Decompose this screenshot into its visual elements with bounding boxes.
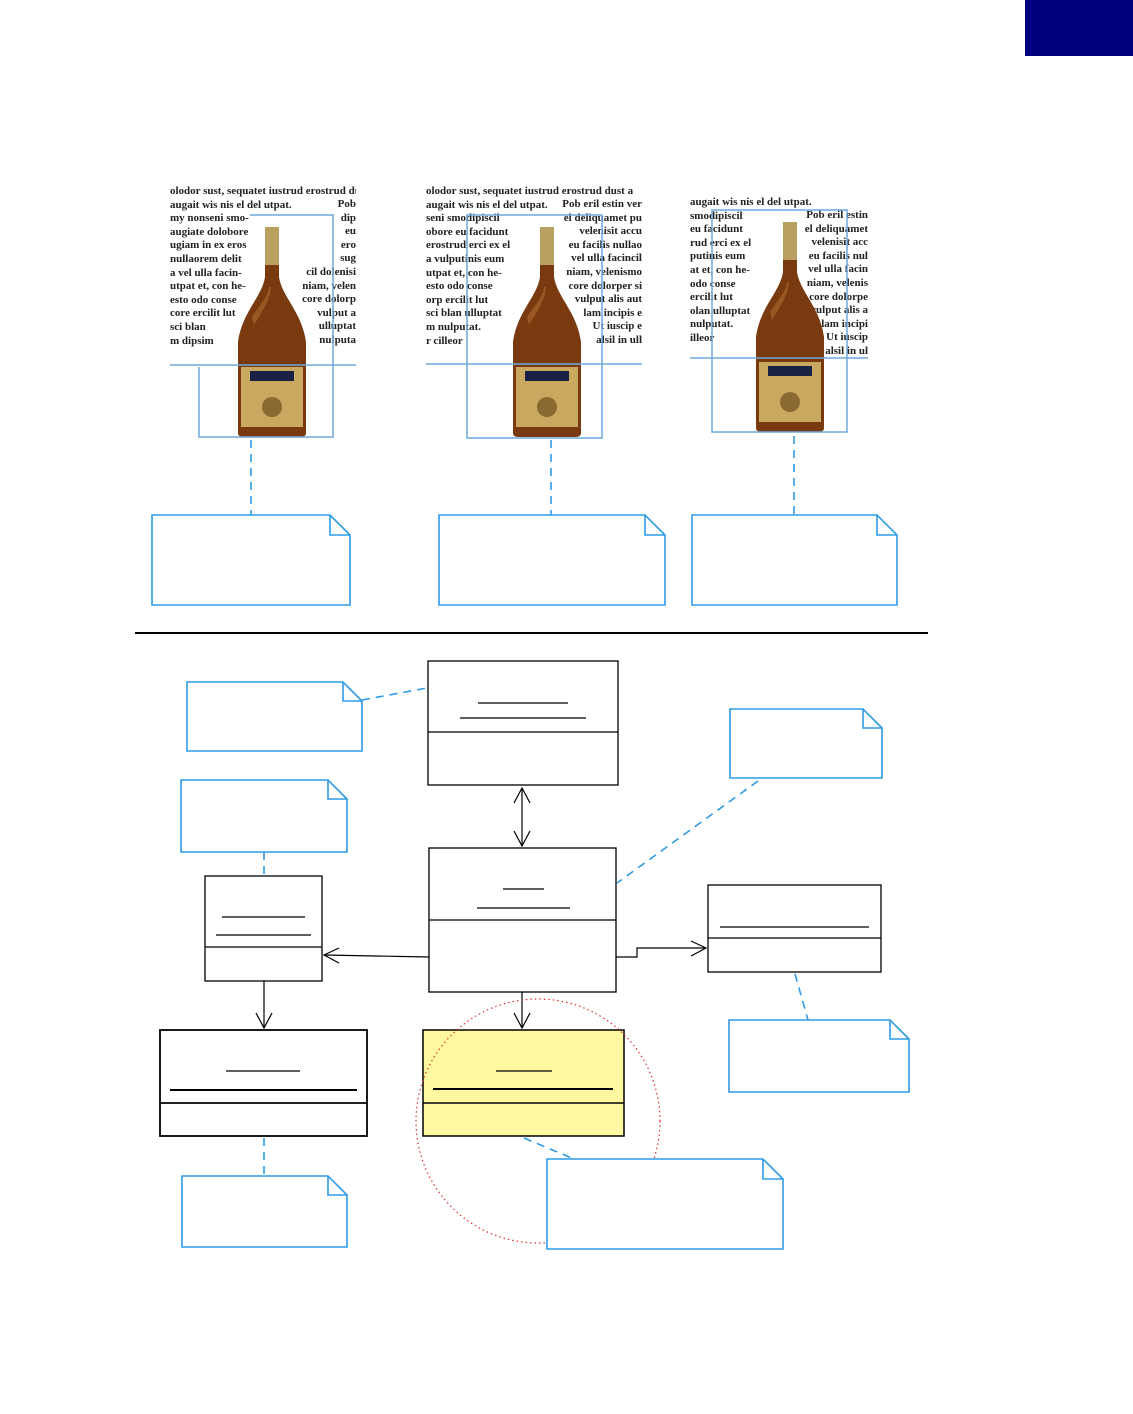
right-column-text: Pob eril estin el deliquamet velenisit a…: [804, 209, 868, 357]
note-bottom-center-fold: [762, 1159, 783, 1180]
bottle-image-2: [513, 227, 581, 437]
note-1-fold: [329, 515, 350, 536]
class-box-top: [427, 660, 619, 786]
note-mid-left: [180, 779, 348, 853]
note-top-right: [729, 708, 883, 779]
note-connector-top-right: [616, 780, 759, 884]
class-box-center: [428, 847, 617, 993]
note-2-fold: [644, 515, 665, 536]
class-box-bottom-left: [159, 1029, 368, 1137]
note-bottom-center: [546, 1158, 784, 1250]
arrow-center-to-right: [616, 940, 708, 958]
bottle-image-3: [756, 222, 824, 432]
note-top-right-fold: [862, 709, 882, 729]
arrow-left-to-bottom-left: [255, 981, 273, 1030]
association-top-center: [513, 786, 531, 848]
image-frame-1: [198, 214, 334, 438]
note-3-fold: [876, 515, 897, 536]
image-frame-3: [711, 209, 848, 433]
focus-circle: [415, 998, 661, 1244]
note-connector-right: [794, 973, 809, 1021]
left-column-text: augait wis nis el del utpat. smodipiscil…: [690, 196, 812, 344]
class-box-right: [707, 884, 882, 973]
note-3: [691, 514, 898, 606]
bottle-image-1: [238, 227, 306, 437]
corner-tab: [1025, 0, 1133, 56]
left-column-text: olodor sust, sequatet iustrud erostrud d…: [170, 185, 356, 347]
note-connector-top-left: [361, 687, 428, 701]
class-box-left: [204, 875, 323, 982]
note-mid-left-fold: [327, 780, 347, 800]
note-right-fold: [889, 1020, 909, 1040]
note-connector-bottom-center: [523, 1137, 575, 1160]
layout-frame-2: olodor sust, sequatet iustrud erostrud d…: [426, 185, 642, 365]
arrow-center-to-left: [322, 947, 430, 964]
arrow-center-to-highlighted: [513, 992, 531, 1030]
class-box-highlighted: [422, 1029, 625, 1137]
right-column-text: Pob dip eu ero sug cil dolenisi niam, ve…: [302, 198, 356, 346]
note-2: [438, 514, 666, 606]
note-1: [151, 514, 351, 606]
note-top-left-fold: [342, 682, 362, 702]
note-right: [728, 1019, 910, 1093]
left-column-text: olodor sust, sequatet iustrud erostrud d…: [426, 185, 634, 347]
layout-frame-3: augait wis nis el del utpat. smodipiscil…: [690, 196, 868, 362]
note-bottom-left: [181, 1175, 348, 1248]
note-bottom-left-fold: [327, 1176, 347, 1196]
image-frame-2: [466, 214, 603, 439]
note-top-left: [186, 681, 363, 752]
layout-frame-1: olodor sust, sequatet iustrud erostrud d…: [170, 185, 356, 375]
